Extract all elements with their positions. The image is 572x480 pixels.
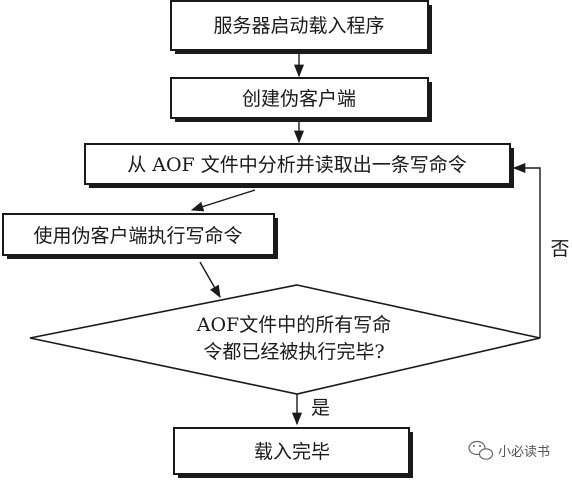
read-command-label: 从 AOF 文件中分析并读取出一条写命令 [127, 154, 467, 176]
start-node: 服务器启动载入程序 [170, 0, 432, 54]
start-label: 服务器启动载入程序 [213, 15, 384, 37]
decision-node: AOF文件中的所有写命 令都已经被执行完毕? [29, 284, 541, 395]
create-client-label: 创建伪客户端 [242, 88, 356, 110]
create-client-node: 创建伪客户端 [170, 77, 432, 122]
watermark: 小必读书 [468, 440, 550, 460]
arrow-execute-to-decision [199, 261, 221, 299]
watermark-text: 小必读书 [498, 445, 550, 460]
read-command-node: 从 AOF 文件中分析并读取出一条写命令 [84, 143, 514, 188]
end-node: 载入完毕 [173, 427, 413, 478]
no-label: 否 [550, 238, 569, 260]
decision-label-line2: 令都已经被执行完毕? [203, 341, 384, 363]
wechat-icon [468, 440, 494, 460]
execute-label: 使用伪客户端执行写命令 [33, 225, 242, 247]
arrow-read-to-execute [190, 189, 256, 212]
decision-label-line1: AOF文件中的所有写命 [196, 314, 391, 336]
arrow-no-loop [512, 162, 541, 338]
execute-node: 使用伪客户端执行写命令 [2, 213, 278, 259]
yes-label: 是 [311, 397, 330, 419]
end-label: 载入完毕 [254, 441, 330, 463]
